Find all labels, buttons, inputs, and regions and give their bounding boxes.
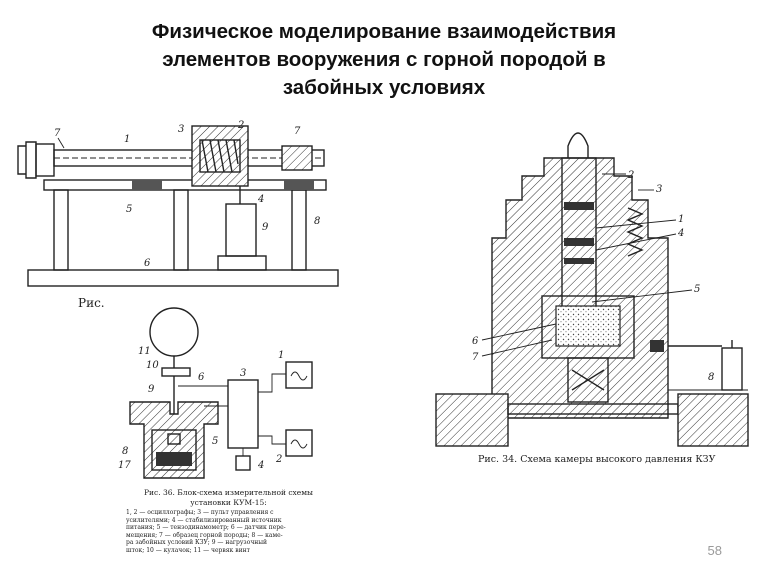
caption-title: Рис. 36. Блок-схема измерительной схемы	[143, 488, 314, 497]
callout: 6	[472, 336, 479, 347]
callout: 5	[126, 204, 132, 215]
oscilloscope	[285, 429, 313, 457]
callout: 7	[294, 126, 301, 137]
caption-line: 1, 2 — осциллографы; 3 — пульт управлени…	[126, 509, 274, 516]
callout: 7	[472, 352, 479, 363]
callout: 8	[708, 372, 714, 383]
callout: 3	[240, 368, 246, 379]
oscilloscope	[285, 361, 313, 389]
bearing-left	[35, 143, 55, 177]
title-line-1: Физическое моделирование взаимодействия	[151, 20, 617, 43]
cam-disk	[149, 307, 199, 357]
worm-gear-housing	[191, 125, 249, 187]
callout: 6	[144, 258, 151, 269]
caption-line: питания; 5 — тензодинамометр; 6 — датчик…	[126, 524, 286, 531]
cross-beam	[43, 179, 327, 191]
figure-loading-machine: 7 1 3 2 7 5 4 9 8 6	[17, 120, 339, 287]
pulley	[17, 141, 37, 179]
caption-line: ра забойных условий КЗУ; 9 — нагрузочный	[126, 539, 268, 546]
base-plate	[27, 269, 339, 287]
support-block	[132, 180, 162, 190]
callout: 7	[54, 128, 61, 139]
slide-title: Физическое моделирование взаимодействия …	[60, 18, 708, 102]
callout: 2	[627, 170, 634, 181]
load-cylinder	[225, 203, 257, 257]
rock-sample	[555, 305, 621, 347]
callout: 6	[198, 372, 205, 383]
worm-thread	[201, 139, 239, 173]
callout: 1	[278, 350, 284, 361]
support-block	[284, 180, 314, 190]
figure-block-scheme: 11 10 9 6 3 1 8 17 5 4 2	[118, 307, 313, 479]
figure-pressure-chamber: 2 3 1 4 5 6 7 8	[435, 132, 749, 447]
base-right	[677, 393, 749, 447]
caption-line: мещения; 7 — образец горной породы; 8 — …	[126, 531, 283, 539]
bearing-right	[281, 145, 313, 171]
power-supply	[235, 455, 251, 471]
chamber-body	[129, 401, 219, 479]
frame-leg	[291, 189, 307, 271]
callout: 9	[148, 384, 155, 395]
pressure-gauge	[721, 347, 743, 391]
caption-line: шток; 10 — кулачок; 11 — червяк винт	[126, 546, 250, 554]
bottom-plug	[567, 357, 609, 403]
callout: 17	[118, 460, 131, 471]
callout: 5	[212, 436, 218, 447]
rock-sample	[156, 452, 192, 466]
frame-leg	[53, 189, 69, 271]
thread	[626, 207, 644, 257]
chamber-caption: Рис. 34. Схема камеры высокого давления …	[478, 454, 716, 465]
callout: 4	[257, 194, 264, 205]
callout: 5	[694, 284, 700, 295]
callout: 2	[275, 454, 282, 465]
callout: 3	[178, 124, 184, 135]
callout: 4	[677, 228, 684, 239]
caption-line: усилителями; 4 — стабилизированный источ…	[126, 516, 282, 524]
callout: 3	[656, 184, 662, 195]
callout: 4	[257, 460, 264, 471]
callout: 10	[146, 360, 159, 371]
chamber-body	[491, 157, 669, 419]
frame-leg	[173, 189, 189, 271]
callout: 8	[122, 446, 128, 457]
callout: 8	[314, 216, 320, 227]
title-line-2: элементов вооружения с горной породой в	[162, 48, 606, 71]
base-left	[435, 393, 509, 447]
control-panel	[227, 379, 259, 449]
callout: 11	[138, 346, 151, 357]
block-scheme-caption: Рис. 36. Блок-схема измерительной схемы …	[126, 488, 331, 554]
callout: 2	[237, 120, 244, 131]
callout: 1	[124, 134, 130, 145]
callout: 1	[678, 214, 684, 225]
title-line-3: забойных условиях	[282, 76, 486, 99]
page-number: 58	[707, 543, 722, 558]
callout: 9	[262, 222, 269, 233]
figure-caption: Рис.	[78, 296, 105, 310]
caption-title-2: установки КУМ-15:	[190, 497, 267, 507]
